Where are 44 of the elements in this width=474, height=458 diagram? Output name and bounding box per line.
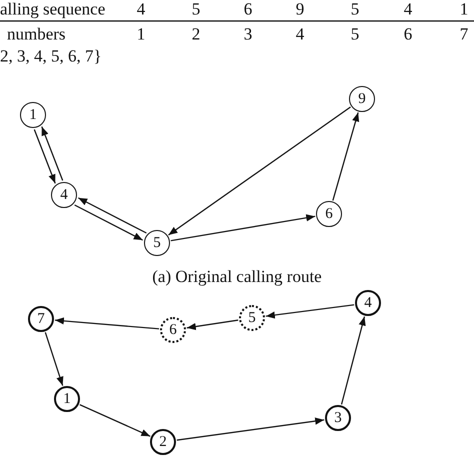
arrow	[80, 404, 150, 437]
node-circle: 2	[150, 429, 176, 455]
arrow	[168, 106, 351, 236]
node-circle: 1	[54, 386, 80, 412]
node-circle: 6	[160, 317, 186, 343]
row-header: numbers	[7, 26, 66, 42]
arrow	[266, 304, 354, 319]
node-number: 6	[404, 26, 412, 42]
node-number: 2	[192, 26, 200, 42]
set-text: 2, 3, 4, 5, 6, 7}	[0, 48, 102, 64]
node-circle: 4	[51, 182, 77, 208]
node-circle: 7	[28, 306, 54, 332]
node-circle: 6	[316, 201, 342, 227]
sequence-number: 6	[244, 0, 252, 18]
node-number: 1	[136, 26, 146, 42]
sequence-number: 5	[350, 0, 360, 18]
sequence-number: 9	[296, 0, 304, 18]
node-circle: 5	[144, 230, 170, 256]
node-circle: 5	[239, 305, 265, 331]
node-number: 7	[460, 26, 468, 42]
arrow	[41, 126, 64, 181]
node-number: 4	[296, 26, 304, 42]
arrow	[74, 204, 143, 241]
row-header: alling sequence	[0, 0, 106, 18]
sequence-number: 4	[404, 0, 412, 18]
node-circle: 1	[20, 102, 46, 128]
arrow	[340, 316, 366, 405]
arrow	[170, 214, 316, 242]
node-circle: 9	[349, 86, 375, 112]
arrow	[78, 197, 147, 234]
arrow	[332, 112, 360, 201]
node-circle: 4	[355, 290, 381, 316]
arrow	[176, 418, 324, 441]
arrow	[186, 320, 238, 330]
sequence-number: 4	[136, 0, 146, 18]
arrow	[34, 129, 56, 184]
node-circle: 3	[325, 405, 351, 431]
sequence-number: 1	[460, 0, 468, 18]
caption: (a) Original calling route	[152, 267, 322, 286]
sequence-number: 5	[192, 0, 200, 18]
node-number: 5	[350, 26, 360, 42]
arrow	[54, 317, 160, 330]
node-number: 3	[244, 26, 252, 42]
arrow	[44, 332, 64, 386]
